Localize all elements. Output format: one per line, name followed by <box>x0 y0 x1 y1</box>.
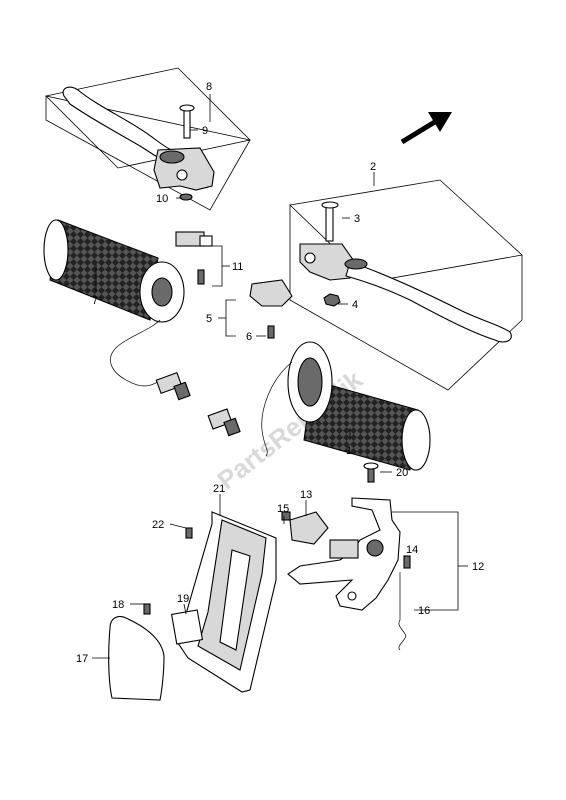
right-grip-part <box>261 341 431 471</box>
left-grip-part <box>43 219 185 387</box>
callout-15: 15 <box>277 503 289 515</box>
nut-4 <box>323 293 341 307</box>
brake-lever-part <box>299 201 512 343</box>
washer-10 <box>179 193 193 201</box>
callout-14: 14 <box>406 544 418 556</box>
callout-12: 12 <box>472 561 484 573</box>
callout-22: 22 <box>152 519 164 531</box>
cover-21-part <box>170 511 277 693</box>
left-grip-connector <box>155 371 191 401</box>
callout-18: 18 <box>112 599 124 611</box>
right-grip-connector <box>207 408 241 437</box>
bracket-assembly-part <box>281 462 411 651</box>
callout-13: 13 <box>300 489 312 501</box>
callout-16: 16 <box>418 605 430 617</box>
callout-2: 2 <box>370 161 376 173</box>
callout-1: 1 <box>346 445 352 457</box>
callout-11: 11 <box>232 261 243 273</box>
plate-17-part <box>108 603 165 701</box>
callout-5: 5 <box>206 313 212 325</box>
callout-17: 17 <box>76 653 88 665</box>
callout-4: 4 <box>352 299 358 311</box>
callout-20: 20 <box>396 467 408 479</box>
callout-9: 9 <box>202 125 208 137</box>
switch-11-part <box>175 231 213 285</box>
callout-3: 3 <box>354 213 360 225</box>
callout-6: 6 <box>246 331 252 343</box>
switch-5-part <box>249 279 293 339</box>
callout-21: 21 <box>213 483 225 495</box>
callout-8: 8 <box>206 81 212 93</box>
direction-arrow-icon <box>400 112 452 145</box>
clutch-lever-part <box>62 86 215 191</box>
callout-19: 19 <box>177 593 189 605</box>
callout-7: 7 <box>92 295 98 307</box>
leader-lines <box>92 94 468 659</box>
callout-10: 10 <box>156 193 168 205</box>
